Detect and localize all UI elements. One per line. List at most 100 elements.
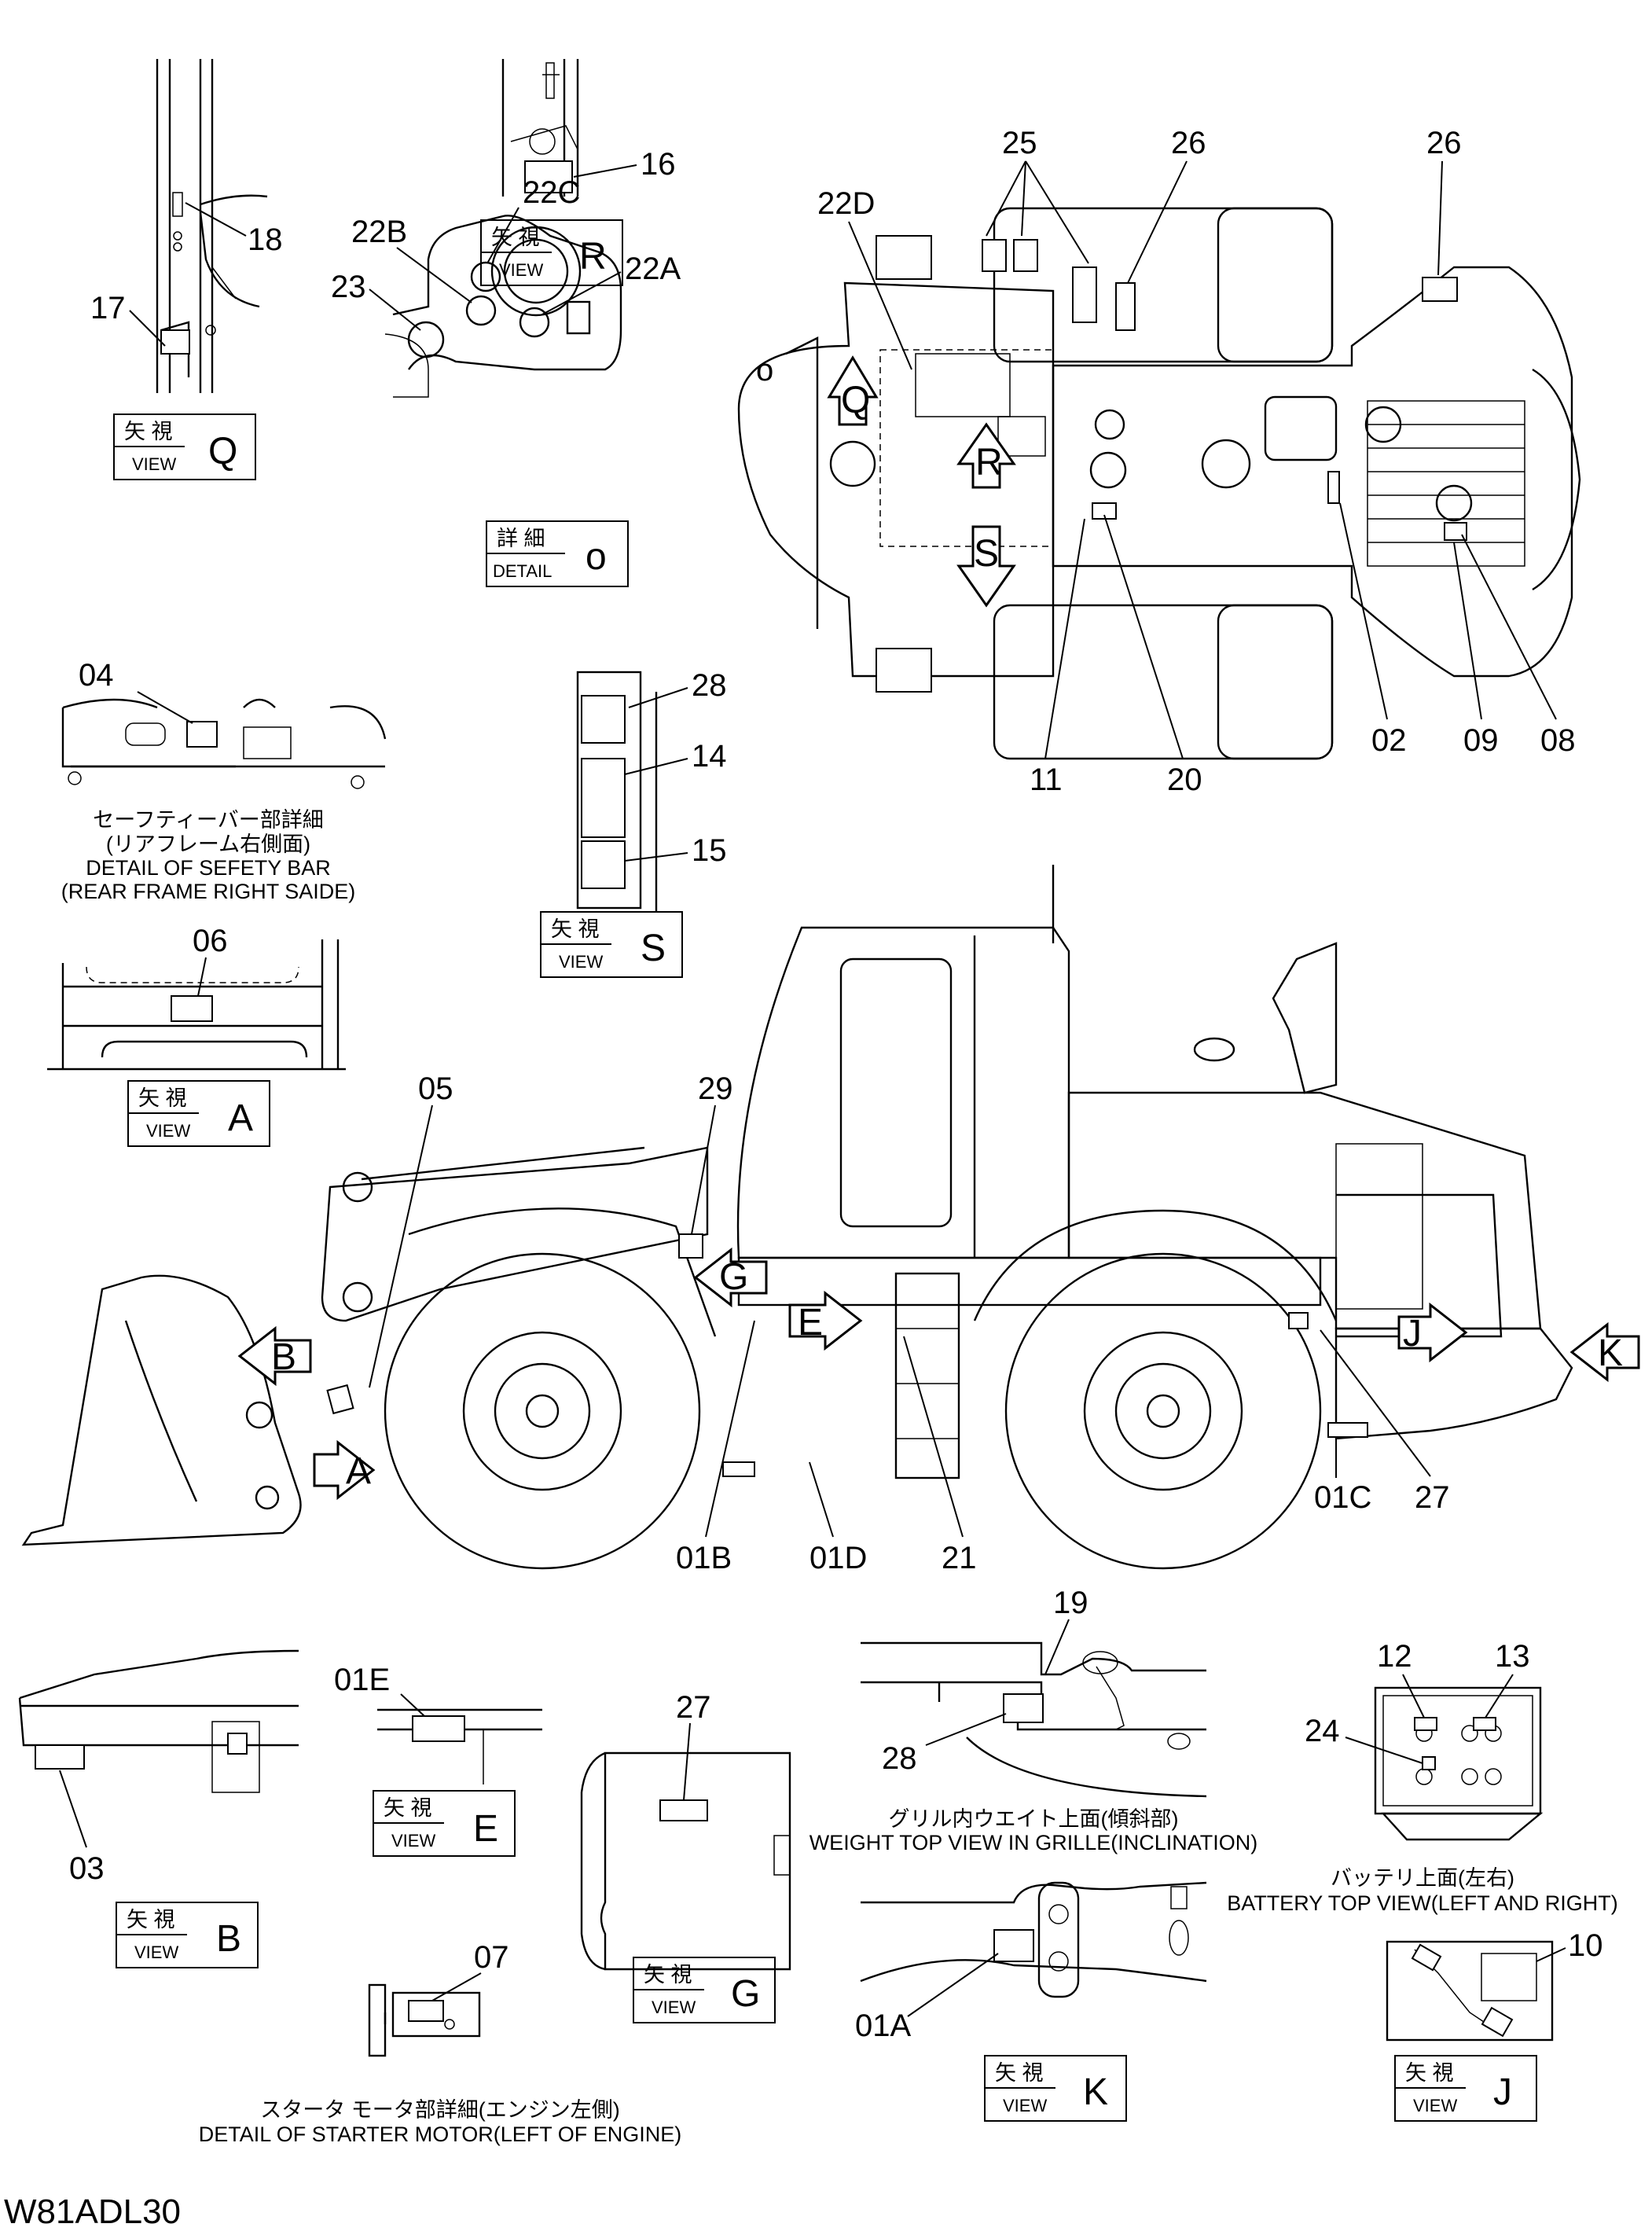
caption-battery-en: BATTERY TOP VIEW(LEFT AND RIGHT) <box>1227 1891 1618 1915</box>
radiator-grille <box>1367 400 1525 567</box>
view-box-a: 矢 視 VIEW A <box>127 1080 270 1147</box>
view-label-jp: 矢 視 <box>491 226 540 249</box>
callout-22b: 22B <box>351 215 407 249</box>
view-letter-s: S <box>641 928 666 969</box>
view-box-j: 矢 視 VIEW J <box>1394 2055 1537 2122</box>
callout-10: 10 <box>1568 1928 1603 1963</box>
callout-02: 02 <box>1371 723 1407 758</box>
callout-12: 12 <box>1377 1639 1412 1674</box>
view-label-en: VIEW <box>132 454 176 474</box>
callout-27: 27 <box>1415 1480 1450 1515</box>
callout-29: 29 <box>698 1071 733 1106</box>
callout-16: 16 <box>641 147 676 182</box>
view-box-s: 矢 視 VIEW S <box>540 911 683 978</box>
view-label-en: VIEW <box>134 1942 178 1962</box>
caption-starter-jp: スタータ モータ部詳細(エンジン左側) <box>260 2098 619 2122</box>
view-label-en: VIEW <box>1003 2096 1047 2115</box>
detail-view-r: 16 <box>501 59 676 197</box>
callout-14: 14 <box>692 739 727 774</box>
view-label-jp: 矢 視 <box>644 1963 692 1987</box>
caption-safety-bar-jp2: (リアフレーム右側面) <box>106 832 310 856</box>
view-label-jp: 矢 視 <box>1405 2061 1454 2085</box>
callout-19: 19 <box>1053 1586 1088 1620</box>
callout-17: 17 <box>90 291 126 325</box>
view-box-e: 矢 視 VIEW E <box>373 1790 516 1857</box>
caption-safety-bar-jp: セーフティーバー部詳細 <box>93 808 324 832</box>
callout-21: 21 <box>942 1541 977 1575</box>
detail-letter-o: o <box>586 536 607 578</box>
view-letter-g: G <box>731 1973 760 2015</box>
arrow-letter-s: S <box>974 533 999 575</box>
detail-view-s: 28 14 15 <box>576 668 727 912</box>
callout-01e: 01E <box>334 1663 390 1697</box>
view-label-en: VIEW <box>652 1998 696 2017</box>
view-letter-e: E <box>473 1808 498 1850</box>
callout-28b: 28 <box>882 1741 917 1776</box>
view-letter-k: K <box>1083 2071 1108 2113</box>
view-label-en: VIEW <box>1413 2096 1457 2115</box>
callout-08: 08 <box>1540 723 1576 758</box>
arrow-letter-b: B <box>271 1336 296 1378</box>
detail-view-a: 06 <box>47 924 346 1071</box>
view-label-en: VIEW <box>391 1831 435 1851</box>
callout-06: 06 <box>193 924 228 958</box>
callout-27b: 27 <box>676 1690 711 1725</box>
callout-26: 26 <box>1171 126 1206 160</box>
callout-15: 15 <box>692 833 727 868</box>
view-label-jp: 矢 視 <box>127 1908 175 1931</box>
view-label-jp: 矢 視 <box>384 1796 432 1820</box>
callout-03: 03 <box>69 1851 105 1886</box>
callout-04: 04 <box>79 658 114 693</box>
arrow-letter-o: o <box>756 353 773 388</box>
view-letter-j: J <box>1493 2071 1512 2113</box>
view-label-jp: 矢 視 <box>124 420 173 443</box>
view-box-b: 矢 視 VIEW B <box>116 1902 259 1968</box>
caption-starter-en: DETAIL OF STARTER MOTOR(LEFT OF ENGINE) <box>199 2123 682 2146</box>
callout-22a: 22A <box>625 252 681 286</box>
arrow-letter-g: G <box>719 1256 748 1298</box>
caption-weight-jp: グリル内ウエイト上面(傾斜部) <box>889 1807 1179 1831</box>
view-label-jp: 矢 視 <box>551 917 600 941</box>
detail-view-g: 27 <box>580 1690 791 1971</box>
view-label-en: VIEW <box>499 260 543 280</box>
caption-safety-bar-en2: (REAR FRAME RIGHT SAIDE) <box>61 880 356 903</box>
view-letter-q: Q <box>208 431 237 472</box>
detail-view-q: 18 17 <box>90 59 283 393</box>
callout-05: 05 <box>418 1071 453 1106</box>
callout-24: 24 <box>1305 1714 1340 1748</box>
callout-28: 28 <box>692 668 727 703</box>
arrow-letter-q: Q <box>841 380 870 421</box>
view-letter-r: R <box>579 236 607 277</box>
callout-22d: 22D <box>817 186 875 221</box>
detail-battery-top: 12 13 24 バッテリ上面(左右) BATTERY TOP VIEW(LEF… <box>1227 1639 1618 1915</box>
callout-23: 23 <box>331 270 366 304</box>
arrow-letter-a: A <box>346 1450 371 1492</box>
callout-01c: 01C <box>1314 1480 1371 1515</box>
arrow-letter-e: E <box>798 1302 823 1343</box>
machine-top-view: Q R S o 25 26 26 22D 02 09 08 11 20 <box>737 126 1581 797</box>
detail-view-j: 10 <box>1386 1928 1603 2042</box>
callout-09: 09 <box>1463 723 1499 758</box>
detail-view-k: 01A <box>855 1881 1207 2043</box>
view-box-r: 矢 視 VIEW R <box>480 219 623 286</box>
view-label-jp: 矢 視 <box>995 2061 1044 2085</box>
detail-safety-bar: 04 セーフティーバー部詳細 (リアフレーム右側面) DETAIL OF SEF… <box>61 658 387 903</box>
view-label-en: VIEW <box>559 952 603 972</box>
view-label-jp: 矢 視 <box>138 1086 187 1110</box>
callout-18: 18 <box>248 222 283 257</box>
callout-20: 20 <box>1167 763 1202 797</box>
drawing-code: W81ADL30 <box>4 2192 181 2231</box>
view-box-k: 矢 視 VIEW K <box>984 2055 1127 2122</box>
detail-o-switch-panel: 22C 22B 22A 23 <box>331 175 681 398</box>
callout-07: 07 <box>474 1940 509 1975</box>
view-box-q: 矢 視 VIEW Q <box>113 413 256 480</box>
callout-11: 11 <box>1030 763 1063 797</box>
detail-view-b: 03 <box>18 1649 299 1886</box>
arrow-letter-j: J <box>1403 1313 1422 1354</box>
callout-25: 25 <box>1002 126 1037 160</box>
view-label-en: VIEW <box>146 1121 190 1141</box>
arrow-letter-r: R <box>975 442 1003 483</box>
machine-side-view: B A E G J K 05 29 01B 01D 21 01C 27 <box>21 865 1640 1575</box>
callout-01a: 01A <box>855 2009 911 2043</box>
